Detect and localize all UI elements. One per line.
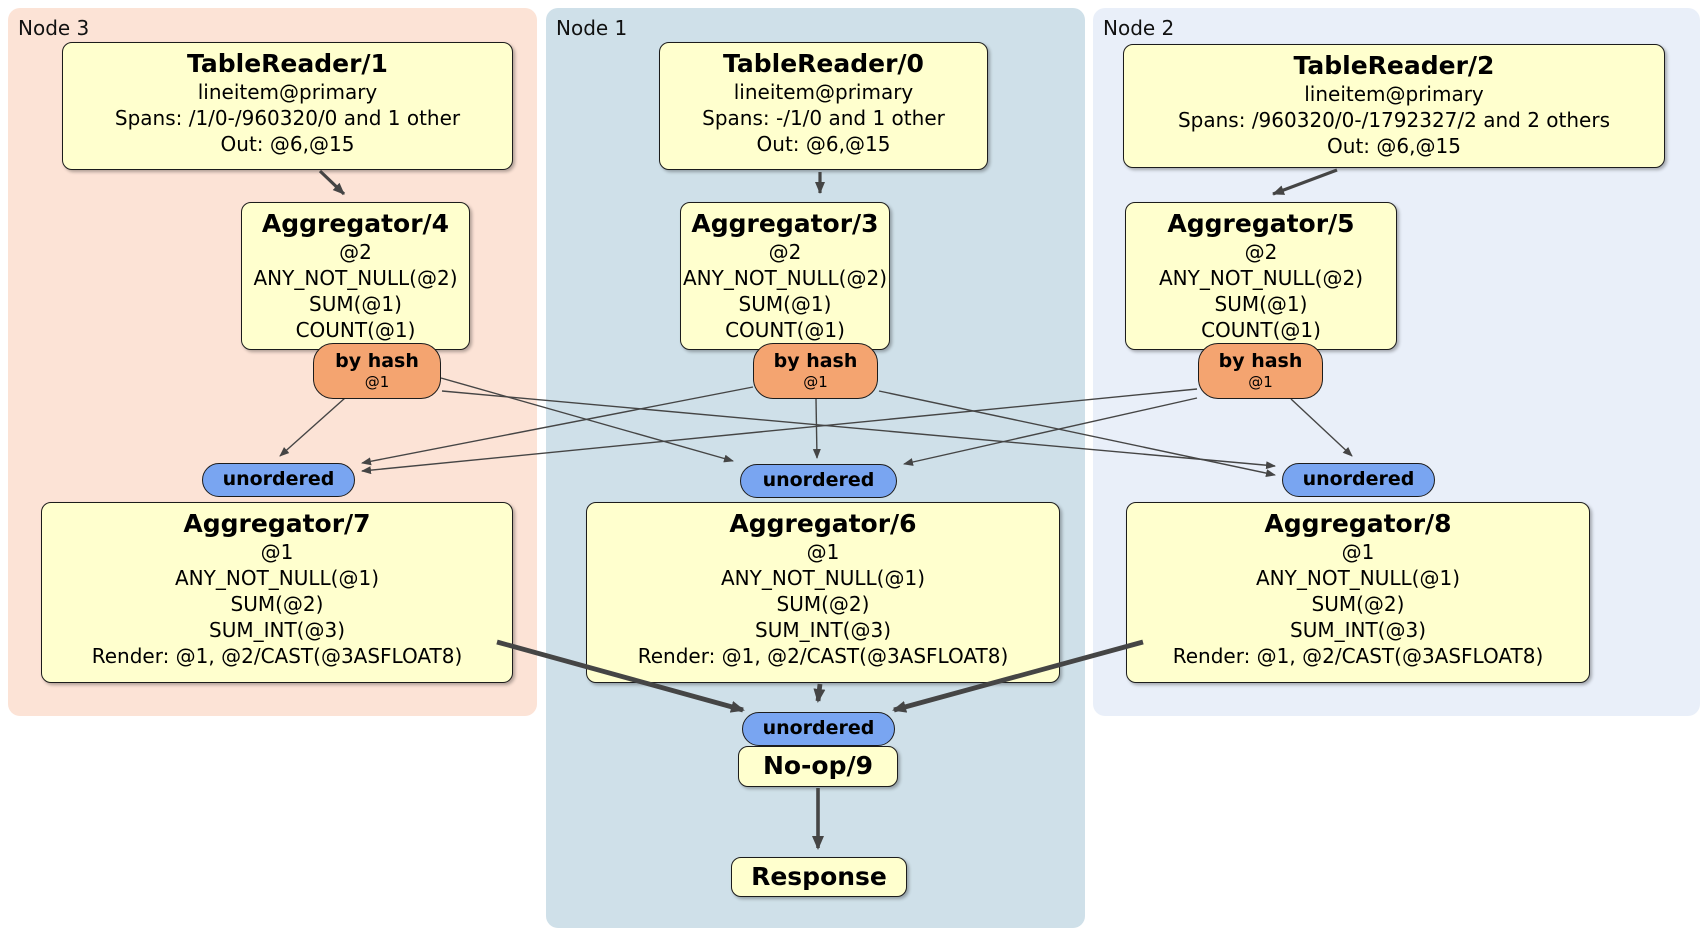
node-detail: ANY_NOT_NULL(@2) — [253, 266, 458, 290]
stream-unordered-node2: unordered — [1282, 463, 1435, 497]
node-tablereader-0: TableReader/0 lineitem@primary Spans: -/… — [659, 42, 988, 170]
node-detail: SUM(@2) — [776, 592, 870, 616]
router-hash-node3: by hash @1 — [313, 343, 441, 399]
node-detail: Out: @6,@15 — [220, 132, 355, 156]
node-detail: SUM(@2) — [1311, 592, 1405, 616]
region-node1-label: Node 1 — [556, 16, 628, 40]
node-detail: COUNT(@1) — [1201, 318, 1321, 342]
router-hash-detail: @1 — [364, 373, 390, 391]
node-aggregator-7: Aggregator/7 @1 ANY_NOT_NULL(@1) SUM(@2)… — [41, 502, 513, 683]
node-detail: ANY_NOT_NULL(@2) — [683, 266, 887, 290]
node-title: Aggregator/5 — [1167, 209, 1355, 238]
router-hash-label: by hash — [1218, 350, 1303, 372]
router-hash-node2: by hash @1 — [1198, 343, 1323, 399]
node-detail: SUM(@1) — [309, 292, 402, 316]
node-detail: @2 — [768, 240, 802, 264]
stream-unordered-final: unordered — [742, 712, 895, 746]
node-aggregator-3: Aggregator/3 @2 ANY_NOT_NULL(@2) SUM(@1)… — [680, 202, 890, 350]
node-detail: ANY_NOT_NULL(@1) — [1256, 566, 1460, 590]
node-detail: Render: @1, @2/CAST(@3ASFLOAT8) — [637, 644, 1009, 668]
node-title: TableReader/0 — [723, 49, 924, 78]
router-hash-detail: @1 — [1248, 373, 1273, 391]
router-hash-detail: @1 — [803, 373, 828, 391]
node-detail: Spans: /1/0-/960320/0 and 1 other — [114, 106, 461, 130]
node-title: Response — [751, 862, 887, 891]
node-detail: ANY_NOT_NULL(@1) — [175, 566, 379, 590]
node-response: Response — [731, 857, 907, 897]
node-detail: @1 — [1341, 540, 1375, 564]
node-detail: @2 — [1244, 240, 1278, 264]
node-detail: COUNT(@1) — [295, 318, 416, 342]
node-title: Aggregator/7 — [183, 509, 371, 538]
node-detail: COUNT(@1) — [725, 318, 845, 342]
node-detail: lineitem@primary — [733, 80, 914, 104]
node-title: No-op/9 — [762, 751, 874, 780]
node-detail: Out: @6,@15 — [756, 132, 891, 156]
node-detail: ANY_NOT_NULL(@2) — [1159, 266, 1363, 290]
node-detail: lineitem@primary — [1304, 82, 1484, 106]
node-detail: Spans: /960320/0-/1792327/2 and 2 others — [1177, 108, 1610, 132]
region-node2-label: Node 2 — [1103, 16, 1175, 40]
node-detail: lineitem@primary — [197, 80, 378, 104]
node-detail: SUM(@1) — [1214, 292, 1308, 316]
node-detail: Out: @6,@15 — [1327, 134, 1461, 158]
node-detail: ANY_NOT_NULL(@1) — [721, 566, 925, 590]
node-tablereader-1: TableReader/1 lineitem@primary Spans: /1… — [62, 42, 513, 170]
stream-unordered-node1: unordered — [740, 464, 897, 498]
node-detail: Render: @1, @2/CAST(@3ASFLOAT8) — [91, 644, 463, 668]
node-title: Aggregator/6 — [729, 509, 917, 538]
node-detail: @2 — [339, 240, 372, 264]
node-detail: SUM_INT(@3) — [755, 618, 891, 642]
node-aggregator-5: Aggregator/5 @2 ANY_NOT_NULL(@2) SUM(@1)… — [1125, 202, 1397, 350]
node-detail: Spans: -/1/0 and 1 other — [702, 106, 945, 130]
node-detail: @1 — [260, 540, 294, 564]
node-tablereader-2: TableReader/2 lineitem@primary Spans: /9… — [1123, 44, 1665, 168]
node-detail: SUM(@1) — [738, 292, 832, 316]
node-title: TableReader/1 — [187, 49, 388, 78]
node-title: TableReader/2 — [1293, 51, 1495, 80]
node-title: Aggregator/8 — [1264, 509, 1452, 538]
region-node3-label: Node 3 — [18, 16, 90, 40]
node-title: Aggregator/4 — [261, 209, 450, 238]
router-hash-node1: by hash @1 — [753, 343, 878, 399]
router-hash-label: by hash — [773, 350, 858, 372]
node-title: Aggregator/3 — [691, 209, 879, 238]
node-noop-9: No-op/9 — [738, 746, 898, 787]
node-aggregator-8: Aggregator/8 @1 ANY_NOT_NULL(@1) SUM(@2)… — [1126, 502, 1590, 683]
node-detail: @1 — [806, 540, 840, 564]
node-detail: SUM(@2) — [230, 592, 324, 616]
node-detail: SUM_INT(@3) — [209, 618, 345, 642]
node-detail: Render: @1, @2/CAST(@3ASFLOAT8) — [1172, 644, 1544, 668]
node-aggregator-6: Aggregator/6 @1 ANY_NOT_NULL(@1) SUM(@2)… — [586, 502, 1060, 683]
stream-unordered-node3: unordered — [202, 463, 355, 497]
node-detail: SUM_INT(@3) — [1290, 618, 1426, 642]
node-aggregator-4: Aggregator/4 @2 ANY_NOT_NULL(@2) SUM(@1)… — [241, 202, 470, 350]
router-hash-label: by hash — [335, 350, 419, 372]
